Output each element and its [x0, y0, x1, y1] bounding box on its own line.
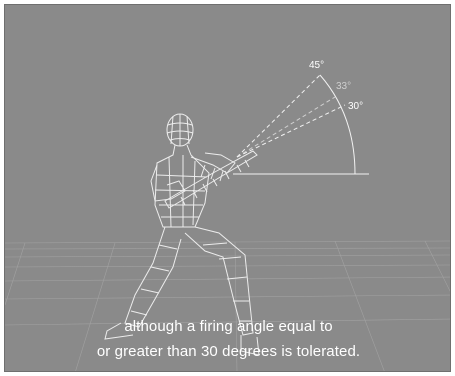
angle-arc [319, 74, 356, 175]
wireframe-figure [104, 113, 260, 356]
angle-label-30: 30° [348, 101, 364, 112]
video-frame: 45° 33° 30° although a firing angle equa… [4, 4, 451, 372]
wireframe-scene [5, 74, 450, 371]
aim-line-30 [236, 104, 346, 158]
subtitle-line-2: or greater than 30 degrees is tolerated. [96, 343, 361, 360]
aim-line-45 [236, 74, 321, 158]
aim-guides [233, 74, 369, 175]
subtitle-line-1: although a firing angle equal to [124, 318, 333, 335]
angle-label-45: 45° [309, 60, 325, 71]
angle-label-33: 33° [336, 81, 352, 92]
aim-line-33 [236, 96, 336, 158]
rifle [164, 150, 258, 209]
